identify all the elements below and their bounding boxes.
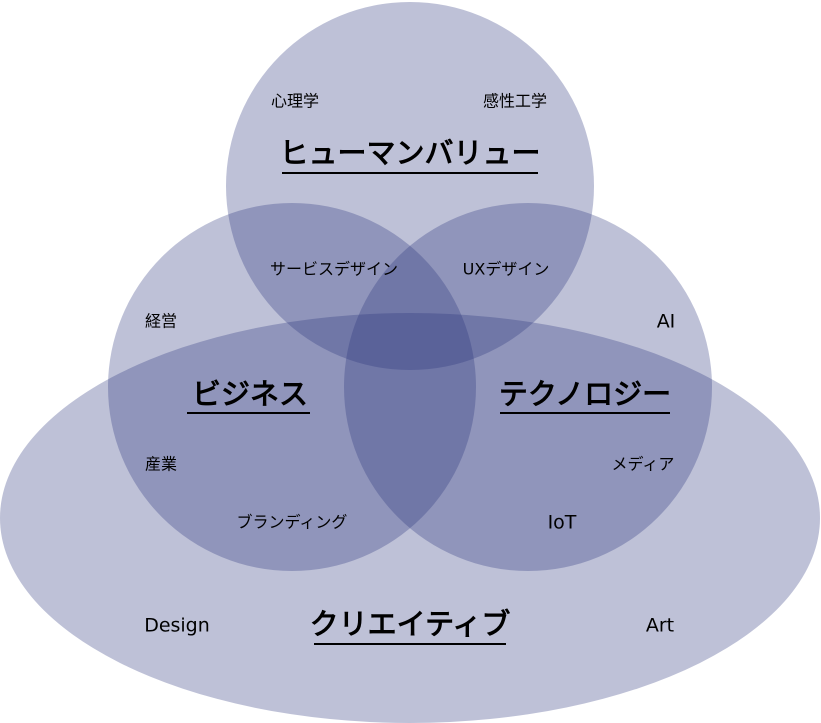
media-label: メディア (612, 455, 675, 474)
business-area (108, 203, 476, 571)
kansei-engineering-label: 感性工学 (483, 92, 547, 111)
business-heading: ビジネス (192, 377, 308, 411)
branding-label: ブランディング (237, 513, 348, 532)
creative-heading: クリエイティブ (310, 607, 511, 641)
management-label: 経営 (145, 312, 177, 331)
ai-label: AI (657, 311, 676, 333)
industry-label: 産業 (145, 455, 177, 474)
design-label: Design (144, 615, 210, 637)
human-value-area (226, 2, 594, 370)
iot-label: IoT (548, 512, 577, 534)
technology-area (344, 203, 712, 571)
ux-design-label: UXデザイン (463, 260, 550, 279)
service-design-label: サービスデザイン (270, 260, 398, 279)
art-label: Art (646, 615, 674, 637)
human-value-heading: ヒューマンバリュー (279, 136, 540, 170)
creative-area (0, 313, 820, 723)
technology-heading: テクノロジー (499, 377, 671, 411)
psychology-label: 心理学 (271, 92, 319, 111)
